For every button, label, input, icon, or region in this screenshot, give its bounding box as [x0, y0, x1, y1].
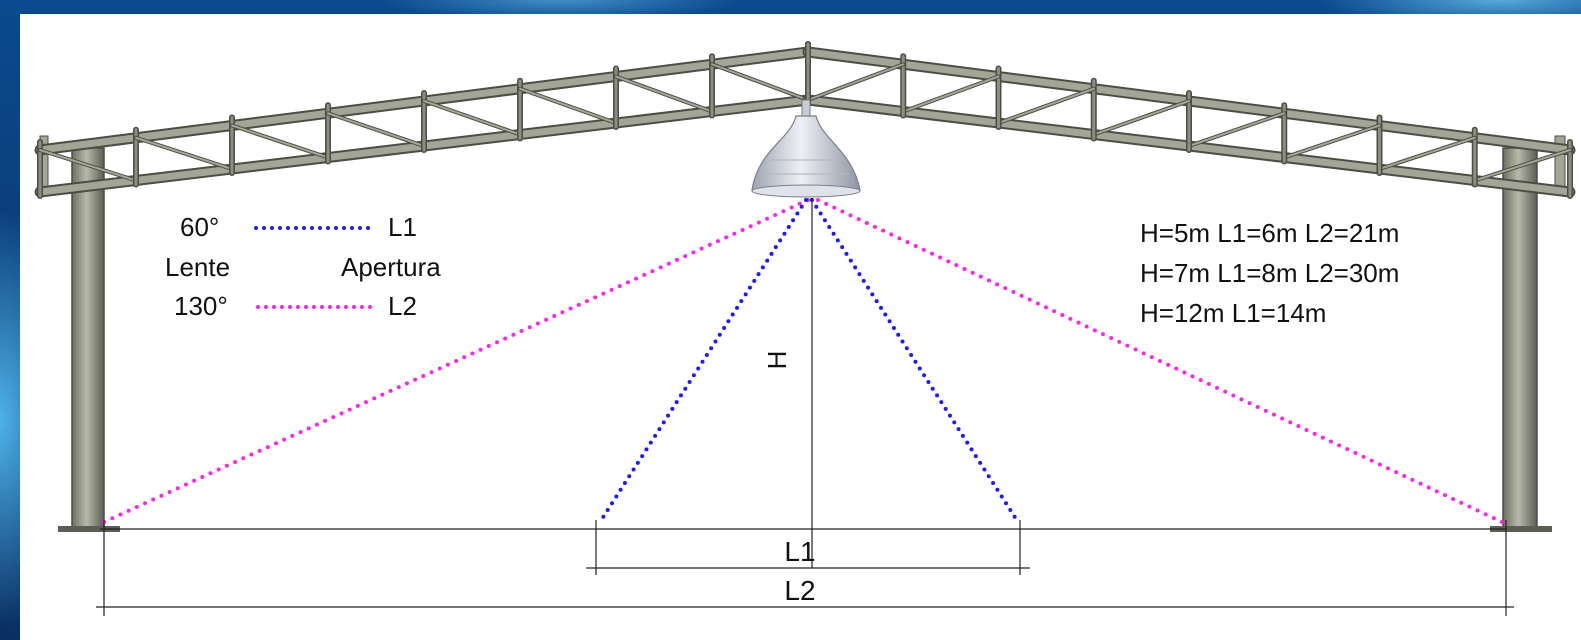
- truss-diagonal-face: [807, 63, 905, 101]
- truss-diagonal-face: [1473, 149, 1571, 182]
- l1-dimension-label: L1: [784, 536, 815, 567]
- truss-diagonal-face: [327, 112, 425, 147]
- truss-diagonal-face: [615, 75, 713, 113]
- roof-truss: [34, 41, 1576, 199]
- beam-60-right: [810, 198, 1020, 524]
- pendant-lamp-icon: [751, 99, 861, 198]
- beam-130-right: [816, 198, 1504, 524]
- right-column: [1490, 135, 1566, 532]
- l2-dimension-label: L2: [784, 575, 815, 606]
- truss-diagonal-face: [1092, 100, 1190, 136]
- spec-line-3: H=12m L1=14m: [1140, 298, 1326, 328]
- spec-line-2: H=7m L1=8m L2=30m: [1140, 258, 1399, 288]
- l2-dimension: [96, 520, 1514, 616]
- legend-l2: L2: [388, 291, 417, 321]
- l1-dimension: [586, 520, 1030, 575]
- spec-line-1: H=5m L1=6m L2=21m: [1140, 218, 1399, 248]
- legend: 60° L1 Lente Apertura 130° L2: [165, 212, 441, 321]
- height-label: H: [762, 351, 792, 370]
- truss-diagonal-face: [135, 136, 233, 170]
- truss-diagonal-face: [902, 75, 1000, 113]
- specs-block: H=5m L1=6m L2=21m H=7m L1=8m L2=30m H=12…: [1140, 218, 1399, 328]
- truss-diagonal-face: [39, 149, 137, 182]
- beam-60-left: [598, 198, 808, 524]
- truss-diagonal-face: [997, 87, 1095, 124]
- truss-diagonal-face: [1283, 124, 1381, 159]
- truss-diagonal-face: [519, 87, 617, 124]
- legend-lente: Lente: [165, 252, 230, 282]
- truss-diagonal-face: [231, 124, 329, 159]
- legend-apertura: Apertura: [341, 252, 441, 282]
- beam-130-left: [102, 198, 810, 524]
- truss-diagonal-face: [423, 100, 521, 136]
- truss-diagonal-face: [1378, 136, 1476, 170]
- truss-diagonal-face: [1188, 112, 1286, 147]
- legend-angle-60: 60°: [180, 212, 219, 242]
- legend-l1: L1: [388, 212, 417, 242]
- legend-angle-130: 130°: [174, 291, 228, 321]
- truss-diagonal-face: [711, 63, 809, 101]
